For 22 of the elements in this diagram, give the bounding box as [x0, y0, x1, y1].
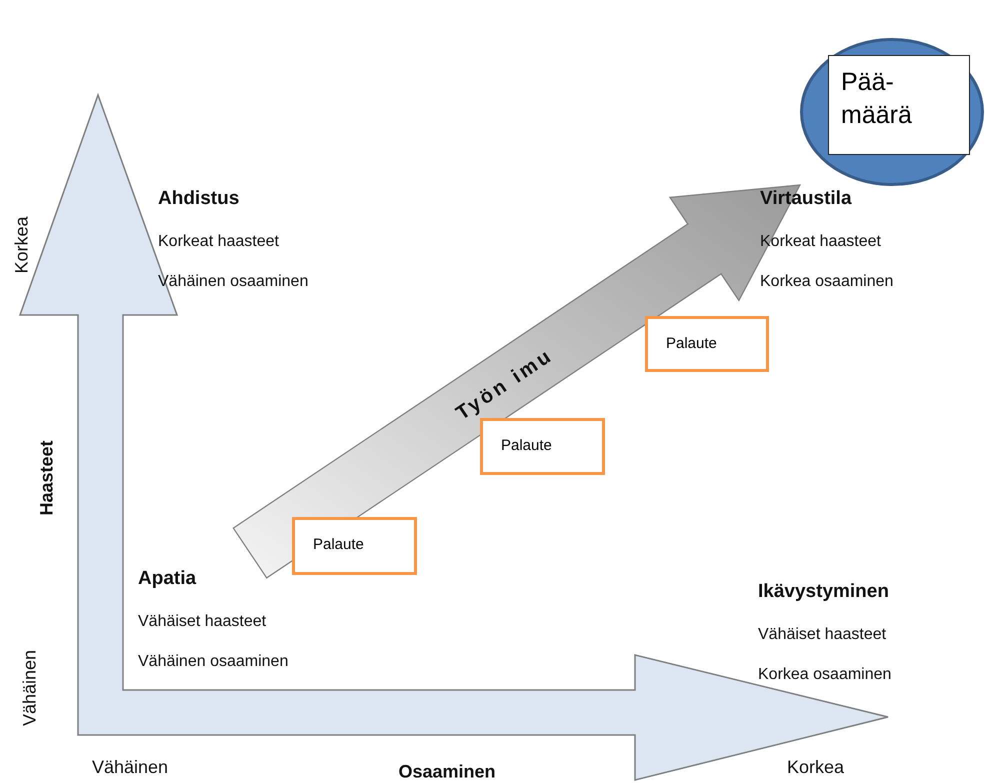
axis-label: Osaaminen	[398, 762, 496, 782]
axis-label: Korkea	[12, 216, 32, 274]
quadrant-description: Korkea osaaminen	[758, 666, 892, 684]
quadrant-description: Vähäinen	[92, 757, 168, 778]
quadrant-description: Vähäinen osaaminen	[138, 653, 288, 671]
quadrant-description: Vähäinen osaaminen	[158, 273, 308, 291]
quadrant-description: Korkeat haasteet	[158, 233, 279, 251]
feedback-box: Palaute	[645, 316, 769, 372]
quadrant-description: Korkea	[787, 757, 844, 778]
quadrant-title: Ikävystyminen	[758, 581, 889, 603]
quadrant-description: Vähäiset haasteet	[758, 626, 886, 644]
quadrant-title: Apatia	[138, 568, 196, 590]
feedback-box: Palaute	[480, 418, 605, 475]
axis-label: Haasteet	[36, 440, 58, 516]
feedback-box: Palaute	[292, 517, 417, 575]
quadrant-description: Korkea osaaminen	[760, 273, 894, 291]
axis-label: Vähäinen	[20, 650, 40, 726]
quadrant-description: Korkeat haasteet	[760, 233, 881, 251]
goal-box: Pää- määrä	[828, 55, 970, 155]
quadrant-title: Virtaustila	[760, 188, 852, 210]
quadrant-title: Ahdistus	[158, 188, 240, 210]
quadrant-description: Vähäiset haasteet	[138, 613, 266, 631]
